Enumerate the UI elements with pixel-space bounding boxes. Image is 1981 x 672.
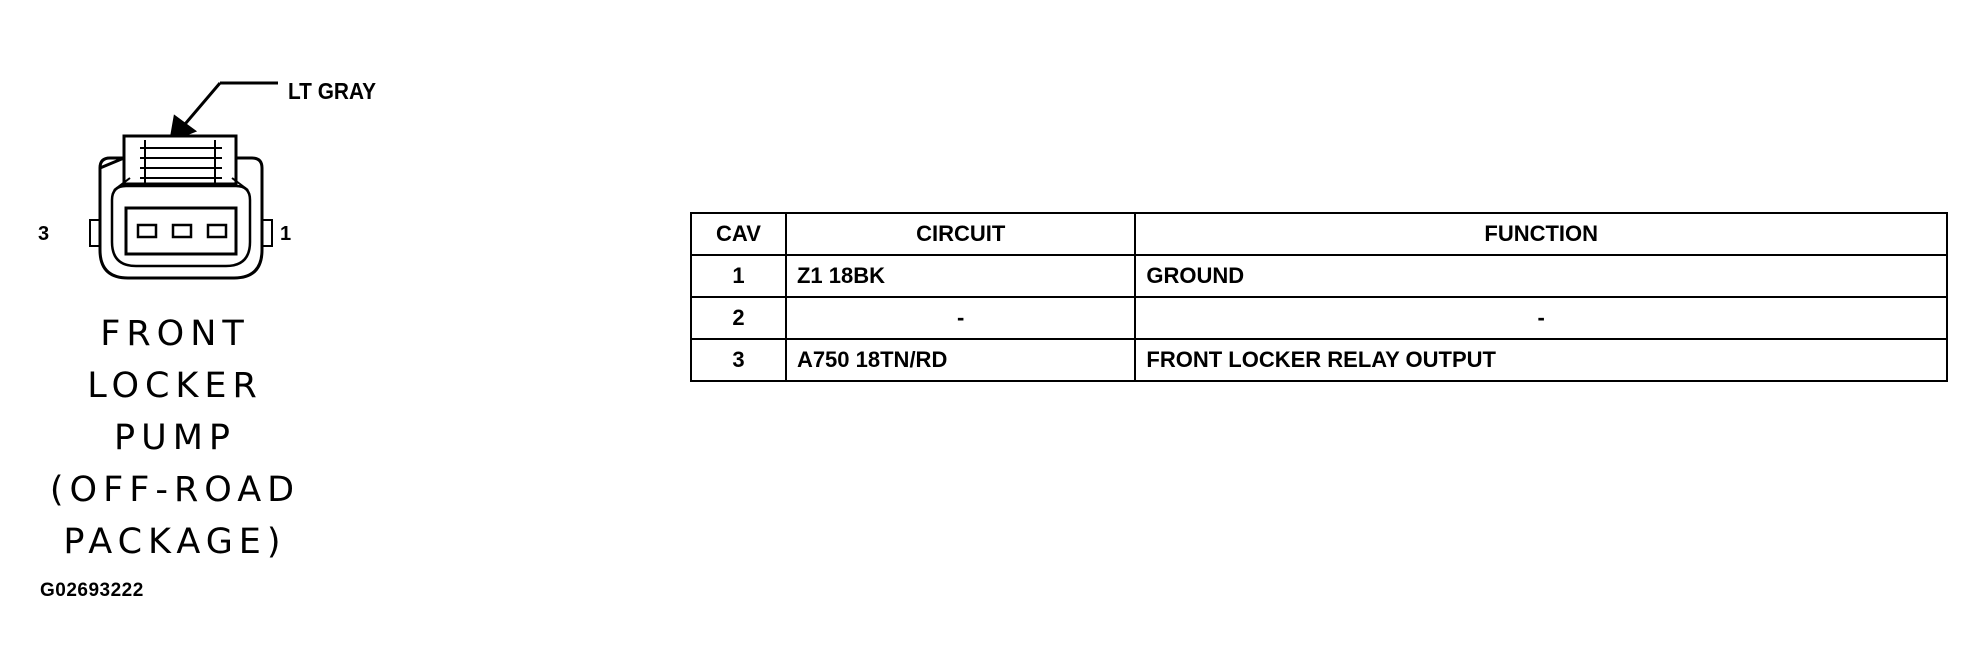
- connector-title-line: FRONT: [100, 314, 250, 354]
- cell-cav: 2: [690, 296, 787, 340]
- cell-function: -: [1134, 296, 1948, 340]
- header-function: FUNCTION: [1134, 212, 1948, 256]
- connector-title-line: (OFF-ROAD: [49, 470, 301, 510]
- connector-diagram: LT GRAY 3 1: [38, 78, 376, 280]
- table-row: 3 A750 18TN/RD FRONT LOCKER RELAY OUTPUT: [690, 338, 1948, 382]
- connector-body: [89, 134, 273, 280]
- cell-function: GROUND: [1134, 254, 1948, 298]
- color-callout-label: LT GRAY: [288, 78, 376, 104]
- callout-arrow: [169, 81, 278, 143]
- cell-cav: 1: [690, 254, 787, 298]
- table-row: 2 - -: [690, 296, 1948, 340]
- connector-title-line: PUMP: [113, 418, 237, 458]
- pinout-table: CAV CIRCUIT FUNCTION 1 Z1 18BK GROUND 2 …: [690, 212, 1948, 382]
- table-row: 1 Z1 18BK GROUND: [690, 254, 1948, 298]
- cell-circuit: A750 18TN/RD: [784, 338, 1137, 382]
- connector-title: FRONT LOCKER PUMP (OFF-ROAD PACKAGE): [30, 308, 320, 568]
- cell-function: FRONT LOCKER RELAY OUTPUT: [1134, 338, 1948, 382]
- connector-title-line: LOCKER: [87, 366, 263, 406]
- connector-title-line: PACKAGE): [63, 522, 287, 562]
- figure-id: G02693222: [40, 580, 144, 601]
- cell-cav: 3: [690, 338, 787, 382]
- cell-circuit: -: [784, 296, 1137, 340]
- cell-circuit: Z1 18BK: [784, 254, 1137, 298]
- pin-label-3: 3: [38, 223, 49, 245]
- header-circuit: CIRCUIT: [784, 212, 1137, 256]
- header-cav: CAV: [690, 212, 787, 256]
- table-header-row: CAV CIRCUIT FUNCTION: [690, 212, 1948, 256]
- pin-label-1: 1: [280, 223, 291, 245]
